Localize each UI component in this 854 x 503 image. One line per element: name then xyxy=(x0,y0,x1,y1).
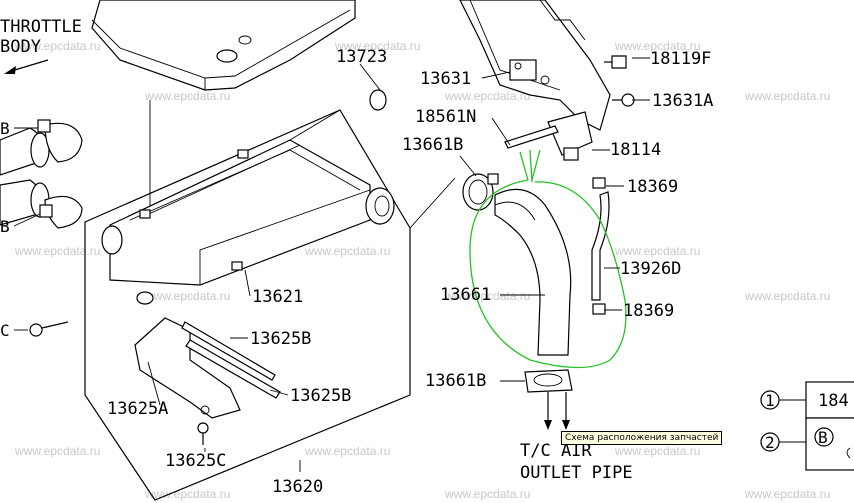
label-13631: 13631 xyxy=(420,69,471,89)
watermark: www.epcdata.ru xyxy=(444,89,530,103)
bracket-13631 xyxy=(459,0,635,161)
watermark: www.epcdata.ru xyxy=(614,444,700,458)
intercooler xyxy=(101,139,395,305)
legend-row2-ref: B xyxy=(818,428,828,447)
engine-cover xyxy=(91,0,356,215)
ref-c: C xyxy=(0,321,10,340)
tooltip: Схема расположения запчастей xyxy=(561,431,723,445)
strips-13625b xyxy=(181,321,281,399)
legend-row2-index: 2 xyxy=(765,433,775,452)
label-13625b-bottom: 13625B xyxy=(290,386,351,406)
watermark: www.epcdata.ru xyxy=(14,39,100,53)
leader-lines xyxy=(147,57,650,472)
hose-13661 xyxy=(494,188,572,356)
watermark: www.epcdata.ru xyxy=(334,39,420,53)
label-13620: 13620 xyxy=(272,477,323,497)
clamp-13661b-bottom xyxy=(524,369,573,393)
watermark: www.epcdata.ru xyxy=(744,89,830,103)
label-13631a: 13631A xyxy=(652,91,713,111)
watermark: www.epcdata.ru xyxy=(144,289,230,303)
label-throttle: THROTTLE xyxy=(0,17,82,37)
bracket-13625a xyxy=(134,317,241,419)
label-outlet-pipe: OUTLET PIPE xyxy=(520,463,633,483)
bolt-13625c xyxy=(197,422,209,445)
watermark: www.epcdata.ru xyxy=(304,444,390,458)
label-13661b-top: 13661B xyxy=(402,135,463,155)
watermark: www.epcdata.ru xyxy=(444,289,530,303)
label-18369-top: 18369 xyxy=(627,177,678,197)
hose-18561n xyxy=(504,125,559,149)
label-13926d: 13926D xyxy=(620,259,681,279)
watermark: www.epcdata.ru xyxy=(304,244,390,258)
throttle-arrow xyxy=(4,59,49,74)
clamp-13661b-top xyxy=(462,173,499,211)
watermark: www.epcdata.ru xyxy=(14,244,100,258)
label-18561n: 18561N xyxy=(415,107,476,127)
legend-row1-value: 184 xyxy=(818,391,849,411)
ref-b-upper: B xyxy=(0,119,10,138)
watermark: www.epcdata.ru xyxy=(144,89,230,103)
label-13621: 13621 xyxy=(252,287,303,307)
bolt-c xyxy=(29,321,69,337)
watermark: www.epcdata.ru xyxy=(614,244,700,258)
label-13661b-bottom: 13661B xyxy=(425,371,486,391)
legend-table: 1 184 2 B xyxy=(760,381,854,471)
watermark-layer: www.epcdata.ru www.epcdata.ru www.epcdat… xyxy=(14,39,830,501)
left-pipes xyxy=(0,119,83,229)
label-13723: 13723 xyxy=(336,47,387,67)
hose-13926d xyxy=(591,177,610,315)
label-13625c: 13625C xyxy=(165,451,226,471)
watermark: www.epcdata.ru xyxy=(744,289,830,303)
label-18369-bottom: 18369 xyxy=(623,301,674,321)
legend-row1-index: 1 xyxy=(765,391,775,410)
watermark: www.epcdata.ru xyxy=(14,444,100,458)
outlet-arrows xyxy=(544,392,570,430)
ref-b-lower: B xyxy=(0,217,10,236)
watermark: www.epcdata.ru xyxy=(614,39,700,53)
hand-drawn-highlight xyxy=(469,149,627,369)
label-18119f: 18119F xyxy=(650,49,711,69)
label-13625a: 13625A xyxy=(107,399,168,419)
label-18114: 18114 xyxy=(610,140,661,160)
watermark: www.epcdata.ru xyxy=(744,487,830,501)
label-body: BODY xyxy=(0,37,41,57)
watermark: www.epcdata.ru xyxy=(444,487,530,501)
label-tc-air: T/C AIR xyxy=(520,441,592,461)
watermark: www.epcdata.ru xyxy=(144,487,230,501)
label-13661: 13661 xyxy=(440,285,491,305)
label-13625b-top: 13625B xyxy=(250,329,311,349)
grommet-13723 xyxy=(369,89,387,111)
